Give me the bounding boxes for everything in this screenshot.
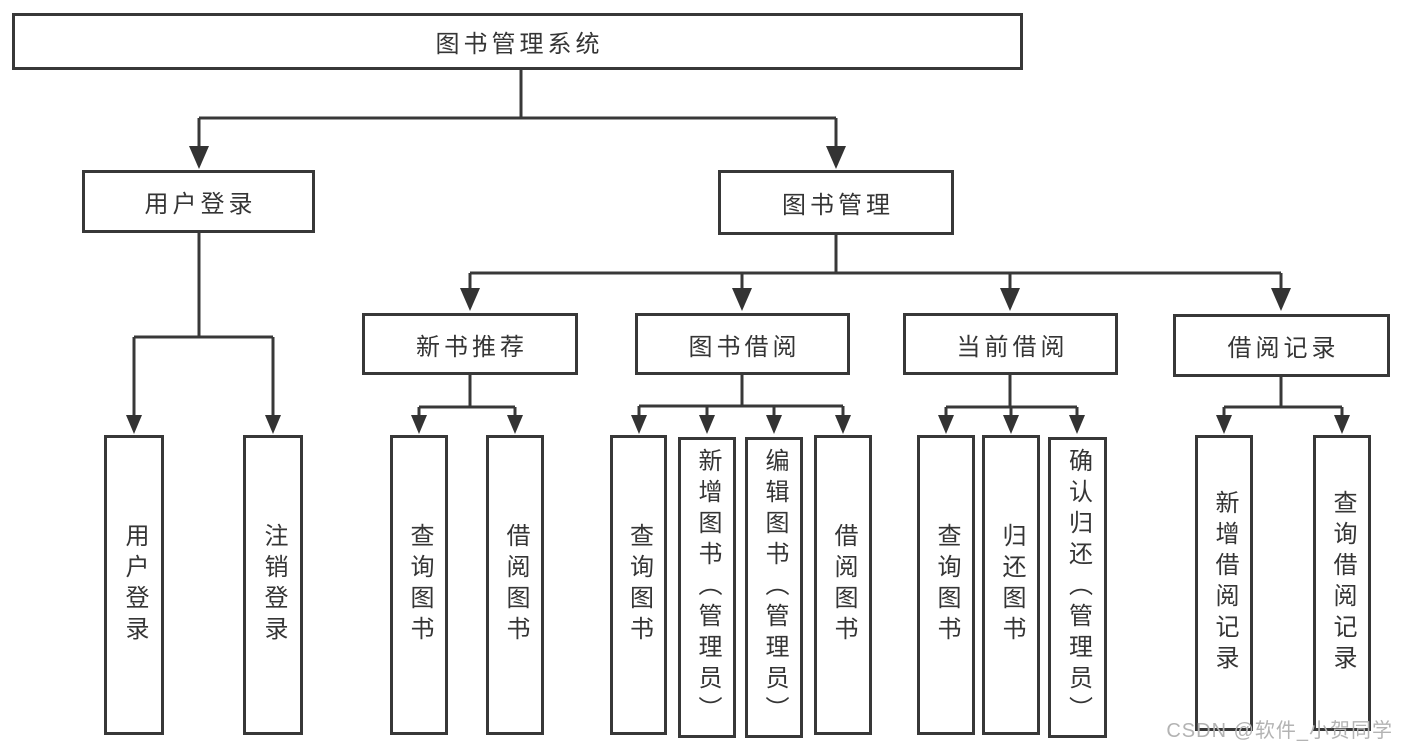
leaf-query-books-2: 查询图书 (610, 435, 667, 735)
arrowhead-leaf-query-books-2 (631, 415, 647, 434)
leaf-confirm-return: 确认归还（管理员） (1048, 437, 1107, 738)
leaf-add-record: 新增借阅记录 (1195, 435, 1253, 731)
leaf-borrow-books-2: 借阅图书 (814, 435, 872, 735)
node-book-management-label: 图书管理 (782, 192, 894, 219)
arrowhead-leaf-borrow-books-1 (507, 415, 523, 434)
connector-root-to-level2 (197, 70, 838, 148)
arrowhead-current-borrow (1000, 288, 1020, 311)
arrowhead-leaf-logout (265, 415, 281, 434)
connector-user-login-to-leaves (132, 233, 275, 416)
leaf-borrow-books-1: 借阅图书 (486, 435, 544, 735)
node-book-borrow-label: 图书借阅 (688, 333, 801, 361)
leaf-user-login: 用户登录 (104, 435, 164, 735)
arrowhead-leaf-return-books (1003, 415, 1019, 434)
arrowhead-book-management (826, 146, 846, 169)
node-book-borrow: 图书借阅 (635, 313, 850, 375)
node-root: 图书管理系统 (12, 13, 1023, 70)
node-current-borrow: 当前借阅 (903, 313, 1118, 375)
node-new-book-recommend-label: 新书推荐 (416, 333, 528, 361)
connector-borrow-records-to-leaves (1222, 377, 1344, 416)
arrowhead-new-book-recommend (460, 288, 480, 311)
node-user-login: 用户登录 (82, 170, 315, 233)
leaf-borrow-books-1-label: 借阅图书 (502, 523, 529, 647)
node-borrow-records: 借阅记录 (1173, 314, 1390, 377)
arrowhead-leaf-add-books (699, 415, 715, 434)
arrowhead-leaf-query-record (1334, 415, 1350, 434)
arrowhead-book-borrow (732, 288, 752, 311)
node-current-borrow-label: 当前借阅 (956, 333, 1069, 361)
leaf-borrow-books-2-label: 借阅图书 (830, 523, 857, 647)
connector-current-borrow-to-leaves (944, 375, 1079, 416)
connector-book-borrow-to-leaves (637, 375, 845, 416)
arrowhead-leaf-add-record (1216, 415, 1232, 434)
arrowhead-leaf-borrow-books-2 (835, 415, 851, 434)
leaf-add-record-label: 新增借阅记录 (1211, 490, 1238, 676)
leaf-query-books-1: 查询图书 (390, 435, 448, 735)
connector-new-book-recommend-to-leaves (417, 375, 517, 416)
leaf-logout: 注销登录 (243, 435, 303, 735)
leaf-query-record: 查询借阅记录 (1313, 435, 1371, 731)
connector-book-management-to-level3 (468, 235, 1283, 290)
arrowhead-leaf-edit-books (766, 415, 782, 434)
arrowhead-user-login (189, 146, 209, 169)
node-user-login-label: 用户登录 (144, 191, 257, 218)
leaf-return-books-label: 归还图书 (998, 523, 1025, 647)
leaf-query-books-3: 查询图书 (917, 435, 975, 735)
leaf-add-books-label: 新增图书（管理员） (694, 448, 721, 727)
leaf-confirm-return-label: 确认归还（管理员） (1064, 448, 1092, 727)
leaf-query-record-label: 查询借阅记录 (1329, 490, 1356, 676)
watermark: CSDN @软件_小贺同学 (1166, 720, 1393, 742)
node-root-label: 图书管理系统 (435, 31, 604, 58)
leaf-edit-books-label: 编辑图书（管理员） (761, 448, 788, 727)
leaf-edit-books: 编辑图书（管理员） (745, 437, 803, 738)
node-new-book-recommend: 新书推荐 (362, 313, 578, 375)
leaf-user-login-label: 用户登录 (121, 523, 148, 647)
arrowhead-leaf-confirm-return (1069, 415, 1085, 434)
leaf-query-books-3-label: 查询图书 (933, 523, 960, 647)
arrowhead-borrow-records (1271, 288, 1291, 311)
node-book-management: 图书管理 (718, 170, 954, 235)
arrowhead-leaf-login (126, 415, 142, 434)
leaf-logout-label: 注销登录 (260, 523, 287, 647)
arrowhead-leaf-query-books-1 (411, 415, 427, 434)
leaf-return-books: 归还图书 (982, 435, 1040, 735)
leaf-query-books-1-label: 查询图书 (406, 523, 433, 647)
node-borrow-records-label: 借阅记录 (1227, 335, 1340, 362)
leaf-add-books: 新增图书（管理员） (678, 437, 736, 738)
arrowhead-leaf-query-books-3 (938, 415, 954, 434)
leaf-query-books-2-label: 查询图书 (625, 523, 653, 647)
